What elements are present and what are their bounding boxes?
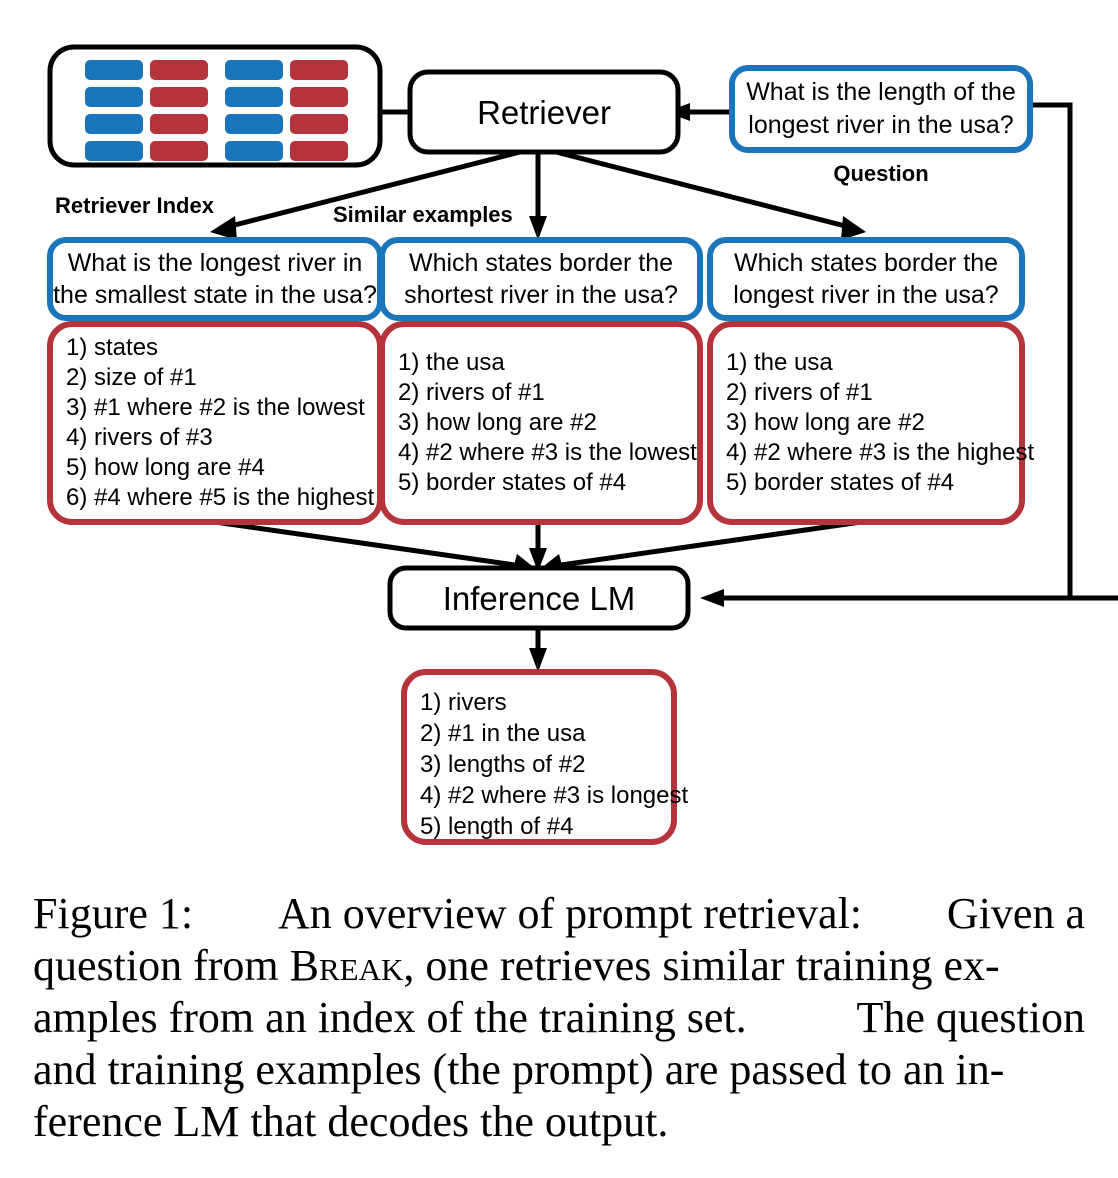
index-block-blue (85, 60, 143, 80)
caption-text: ference LM that decodes the output. (33, 1096, 669, 1146)
question-box[interactable]: What is the length of the longest river … (729, 65, 1033, 153)
output-step: 5) length of #4 (420, 813, 573, 840)
arrowhead-example-2-to-inference (529, 548, 547, 572)
output-decomposition-box (401, 669, 677, 845)
output-decomposition[interactable]: 1) rivers 2) #1 in the usa 3) lengths of… (401, 669, 688, 845)
index-block-blue (225, 60, 283, 80)
caption-figure-number: Figure 1: (33, 889, 194, 938)
connector-retriever-to-example-3 (555, 149, 854, 231)
example-2-question-line-2: shortest river in the usa? (404, 281, 678, 309)
example-2-step: 3) how long are #2 (398, 409, 597, 436)
example-2-step: 4) #2 where #3 is the lowest (398, 439, 697, 466)
example-3-step: 4) #2 where #3 is the highest (726, 439, 1035, 466)
index-block-red (290, 60, 348, 80)
caption-text: Given a (946, 889, 1085, 938)
example-3-question-box (707, 237, 1025, 321)
retriever-index-label: Retriever Index (55, 193, 215, 218)
arrowhead-question-to-inference (700, 589, 724, 607)
caption-text: and training examples (the prompt) are p… (33, 1044, 1005, 1094)
question-box-outline (729, 65, 1033, 153)
figure-caption: Figure 1: An overview of prompt retrieva… (33, 888, 1085, 1148)
index-block-blue (225, 87, 283, 107)
example-2-step: 2) rivers of #1 (398, 379, 545, 406)
example-column-1[interactable]: What is the longest river in the smalles… (47, 237, 383, 525)
prompt-retrieval-diagram: Retriever Index Retriever What is the le… (47, 44, 1118, 845)
example-3-step: 3) how long are #2 (726, 409, 925, 436)
caption-line-1: Figure 1: An overview of prompt retrieva… (33, 888, 1085, 940)
example-1-step: 4) rivers of #3 (66, 424, 213, 451)
example-2-question-line-1: Which states border the (409, 249, 673, 277)
example-1-question-line-2: the smallest state in the usa? (53, 281, 377, 309)
caption-line-3: amples from an index of the training set… (33, 992, 1085, 1044)
example-3-question-line-2: longest river in the usa? (733, 281, 998, 309)
index-block-red (290, 114, 348, 134)
index-block-red (150, 141, 208, 161)
example-1-step: 3) #1 where #2 is the lowest (66, 394, 365, 421)
example-1-step: 2) size of #1 (66, 364, 197, 391)
caption-line-4: and training examples (the prompt) are p… (33, 1044, 1085, 1096)
caption-text: , one retrieves similar training ex- (403, 940, 1000, 990)
caption-line-2: question from Break, one retrieves simil… (33, 940, 1085, 992)
index-block-red (290, 141, 348, 161)
arrowhead-retriever-to-example-1 (210, 216, 237, 240)
example-column-3[interactable]: Which states border the longest river in… (707, 237, 1035, 525)
example-1-step: 5) how long are #4 (66, 454, 265, 481)
question-line-2: longest river in the usa? (748, 111, 1013, 139)
example-2-step: 5) border states of #4 (398, 469, 626, 496)
example-3-step: 5) border states of #4 (726, 469, 954, 496)
index-block-blue (85, 141, 143, 161)
arrowhead-retriever-to-example-2 (529, 216, 547, 240)
caption-text: question from (33, 940, 279, 990)
caption-text: An overview of prompt retrieval: (278, 889, 863, 938)
example-3-step: 1) the usa (726, 349, 833, 376)
example-2-question-box (379, 237, 703, 321)
index-block-red (150, 87, 208, 107)
question-line-1: What is the length of the (746, 78, 1016, 106)
inference-lm-label: Inference LM (443, 580, 636, 617)
caption-text: amples from an index of the training set… (33, 992, 747, 1042)
index-block-blue (225, 141, 283, 161)
question-label: Question (833, 161, 928, 186)
index-block-blue (225, 114, 283, 134)
arrowhead-retriever-to-example-3 (841, 216, 866, 240)
connector-retriever-to-example-1 (222, 149, 521, 231)
example-1-step: 6) #4 where #5 is the highest (66, 484, 375, 511)
caption-dataset-name: Break (289, 940, 404, 990)
connector-question-to-inference (1030, 102, 1118, 601)
index-block-red (150, 114, 208, 134)
index-block-blue (85, 87, 143, 107)
index-block-blue (85, 114, 143, 134)
caption-text: The question (856, 992, 1085, 1042)
example-2-decomposition-box (379, 321, 703, 525)
retriever-index[interactable] (47, 44, 383, 168)
example-1-step: 1) states (66, 334, 158, 361)
example-column-2[interactable]: Which states border the shortest river i… (379, 237, 703, 525)
connector-example-3-to-inference (553, 519, 862, 569)
output-step: 3) lengths of #2 (420, 751, 585, 778)
output-step: 1) rivers (420, 689, 507, 716)
arrowhead-inference-to-output (529, 648, 547, 672)
retriever-box (407, 69, 681, 155)
example-3-step: 2) rivers of #1 (726, 379, 873, 406)
example-2-step: 1) the usa (398, 349, 505, 376)
caption-line-5: ference LM that decodes the output. (33, 1096, 1085, 1148)
inference-lm-node[interactable]: Inference LM (387, 565, 691, 631)
index-block-red (150, 60, 208, 80)
retriever-node[interactable]: Retriever (407, 69, 681, 155)
similar-examples-label: Similar examples (333, 202, 513, 227)
connector-example-1-to-inference (214, 519, 523, 569)
retriever-label: Retriever (477, 94, 611, 131)
example-1-question-line-1: What is the longest river in (68, 249, 363, 277)
output-step: 4) #2 where #3 is longest (420, 782, 688, 809)
example-3-question-line-1: Which states border the (734, 249, 998, 277)
example-3-decomposition-box (707, 321, 1025, 525)
connectors (210, 102, 1118, 672)
inference-lm-box (387, 565, 691, 631)
output-step: 2) #1 in the usa (420, 720, 586, 747)
index-block-red (290, 87, 348, 107)
